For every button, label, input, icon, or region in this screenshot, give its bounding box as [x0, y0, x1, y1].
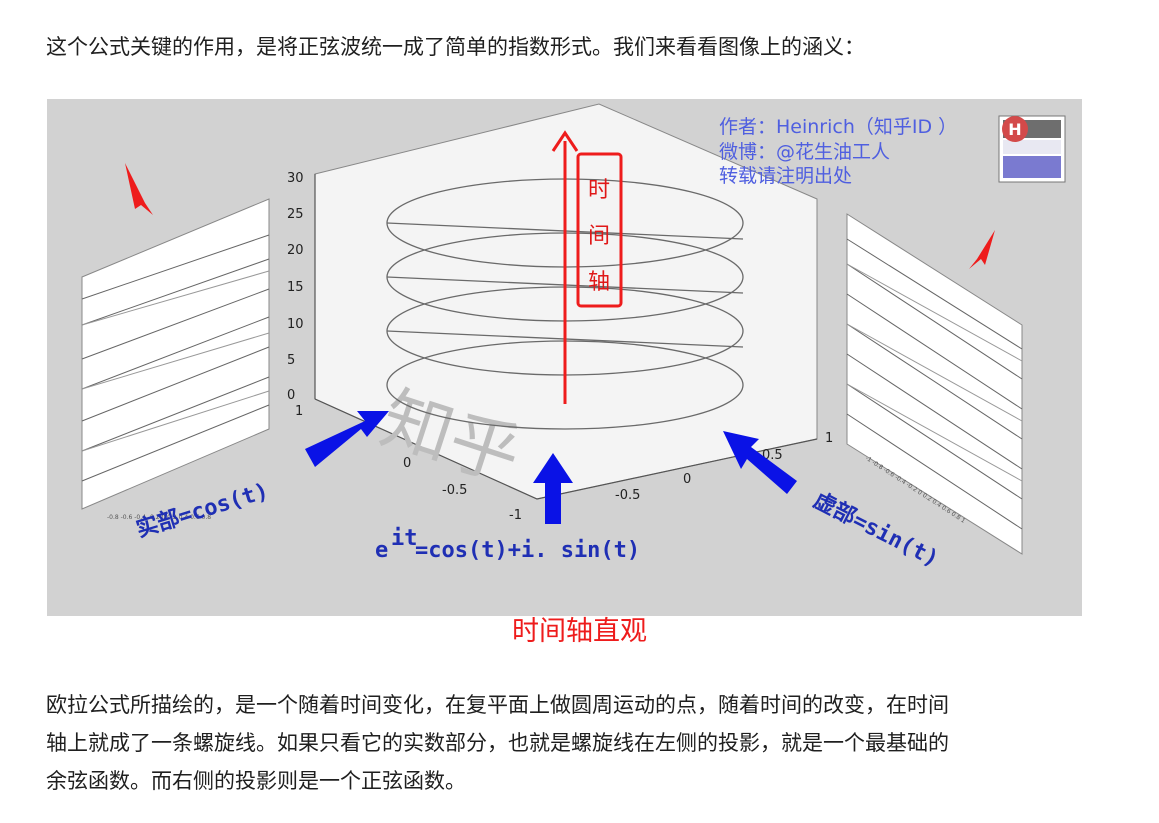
z-tick: 5: [287, 353, 295, 368]
z-tick: 30: [287, 171, 304, 186]
cosine-projection-lines: [81, 234, 270, 482]
time-axis-char-2: 间: [588, 224, 610, 249]
z-tick: 25: [287, 207, 304, 222]
y-tick: 0: [683, 472, 691, 487]
euler-formula-base: e: [375, 538, 388, 563]
x-tick: -1: [509, 508, 522, 523]
figure-caption: 时间轴直观: [512, 616, 647, 647]
x-tick: 0: [403, 456, 411, 471]
y-tick: 1: [825, 431, 833, 446]
watermark-weibo: 微博：@花生油工人: [719, 141, 890, 163]
floor-edge: [314, 398, 818, 500]
z-axis-ticks: 0 5 10 15 20 25 30: [287, 171, 304, 403]
time-axis-arrowhead: [551, 130, 579, 152]
euler-formula-rhs: =cos(t)+i. sin(t): [415, 538, 640, 563]
time-axis-label-box: [576, 152, 623, 308]
z-tick: 0: [287, 388, 295, 403]
sine-projection-lines: [846, 238, 1023, 530]
intro-paragraph: 这个公式关键的作用，是将正弦波统一成了简单的指数形式。我们来看看图像上的涵义：: [46, 35, 865, 59]
z-tick: 15: [287, 280, 304, 295]
red-pointer-left: [125, 163, 153, 215]
body-line-2: 轴上就成了一条螺旋线。如果只看它的实数部分，也就是螺旋线在左侧的投影，就是一个最…: [46, 731, 949, 755]
body-paragraph: 欧拉公式所描绘的，是一个随着时间变化，在复平面上做圆周运动的点，随着时间的改变，…: [46, 686, 1086, 800]
watermark-repost: 转载请注明出处: [719, 165, 852, 187]
red-pointer-right: [969, 230, 995, 269]
watermark-logo: H: [998, 115, 1066, 183]
body-line-3: 余弦函数。而右侧的投影则是一个正弦函数。: [46, 769, 466, 793]
right-projection-panel: [846, 213, 1023, 555]
euler-formula-exponent: it: [391, 526, 418, 551]
watermark-author: 作者：Heinrich（知乎ID ）: [719, 116, 957, 138]
blue-arrow-center: [533, 453, 573, 524]
body-line-1: 欧拉公式所描绘的，是一个随着时间变化，在复平面上做圆周运动的点，随着时间的改变，…: [46, 693, 949, 717]
z-tick: 10: [287, 317, 304, 332]
z-tick: 20: [287, 243, 304, 258]
blue-arrow-right: [723, 431, 797, 494]
left-projection-panel: [81, 198, 270, 510]
x-tick: 1: [295, 404, 303, 419]
blue-arrow-left: [305, 411, 389, 467]
logo-letter: H: [1008, 120, 1021, 139]
left-panel-ticks: -0.8 -0.6 -0.4 -0.2 0 0.2 0.4 0.6 0.8: [107, 514, 211, 521]
imag-part-label: 虚部=sin(t): [809, 487, 943, 572]
real-part-label: 实部=cos(t): [133, 478, 271, 543]
euler-helix-figure: 知乎 时 间 轴 0 5 10 15 20 25 30: [47, 99, 1082, 616]
time-axis-char-1: 时: [588, 178, 610, 203]
time-axis-char-3: 轴: [588, 270, 610, 295]
figure-svg: 知乎 时 间 轴 0 5 10 15 20 25 30: [81, 103, 1066, 572]
x-tick: -0.5: [442, 483, 467, 498]
y-tick: -0.5: [615, 488, 640, 503]
